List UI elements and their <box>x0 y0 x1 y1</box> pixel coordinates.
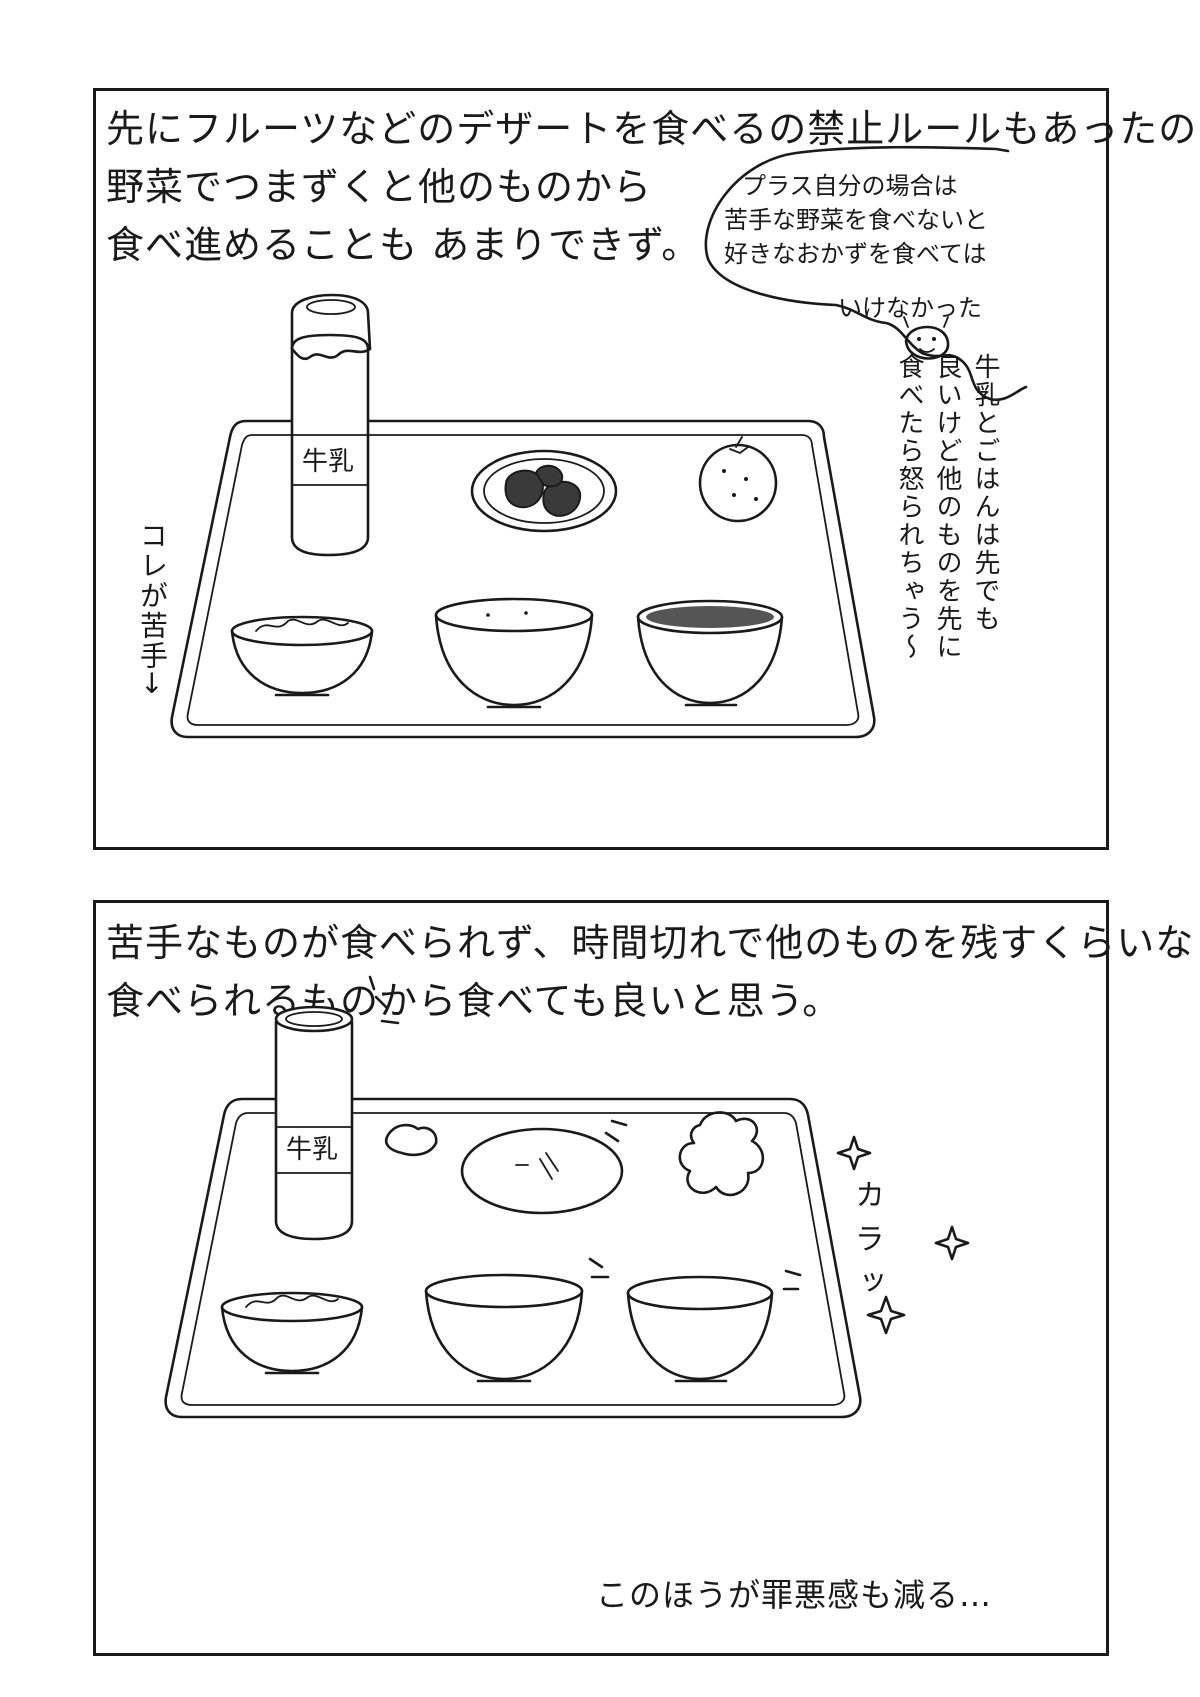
side-note-line-3: 食べたら怒られちゃう〜 <box>894 353 924 661</box>
vegetable-bowl-icon <box>220 1291 364 1375</box>
rice-bowl-icon <box>434 597 594 709</box>
sparkle-icon <box>934 1225 970 1261</box>
thought-text-line-3: 好きなおかずを食べては <box>724 240 987 268</box>
milk-label: 牛乳 <box>286 1135 339 1165</box>
milk-label: 牛乳 <box>302 447 355 477</box>
sparkle-icon <box>836 1135 872 1171</box>
comic-panel-1: 先にフルーツなどのデザートを食べるの禁止ルールもあったので 野菜でつまずくと他の… <box>93 88 1200 850</box>
soup-bowl-icon <box>636 599 784 707</box>
panel1-narration-line-2: 野菜でつまずくと他のものから <box>106 165 653 209</box>
crumpled-wrapper-icon <box>384 1123 438 1157</box>
empty-rice-bowl-icon <box>424 1257 610 1383</box>
side-note-line-2: 良いけど他のものを先に <box>932 353 962 661</box>
empty-plate-icon <box>460 1119 628 1215</box>
panel1-narration-line-3: 食べ進めることも あまりできず。 <box>106 223 701 267</box>
panel1-narration-line-1: 先にフルーツなどのデザートを食べるの禁止ルールもあったので <box>106 107 1200 151</box>
small-creature-icon <box>903 316 950 360</box>
thought-text-line-2: 苦手な野菜を食べないと <box>724 206 988 234</box>
side-note-line-1: 牛乳とごはんは先でも <box>970 353 1000 633</box>
comic-panel-2: 苦手なものが食べられず、時間切れで他のものを残すくらいなら 食べられるものから食… <box>93 900 1200 1656</box>
panel2-narration-line-2: 食べられるものから食べても良いと思う。 <box>106 979 842 1023</box>
empty-soup-bowl-icon <box>626 1269 802 1383</box>
orange-peel-icon <box>678 1111 765 1197</box>
panel2-illustration <box>164 975 970 1419</box>
thought-text-line-1: プラス自分の場合は <box>742 172 958 200</box>
milk-bottle-icon <box>290 293 372 557</box>
side-note: 牛乳とごはんは先でも 良いけど他のものを先に 食べたら怒られちゃう〜 <box>890 353 1004 833</box>
tray-outline <box>164 1097 862 1419</box>
panel2-narration-line-1: 苦手なものが食べられず、時間切れで他のものを残すくらいなら <box>106 921 1200 965</box>
dislike-label: コレが苦手→ <box>136 521 169 697</box>
sparkle-icon <box>866 1295 906 1335</box>
bottom-text: このほうが罪悪感も減る… <box>596 1576 993 1614</box>
thought-bubble-outline <box>704 145 1028 402</box>
sound-effect: カラッ <box>849 1179 884 1311</box>
plate-with-side-dish-icon <box>470 449 618 533</box>
thought-text-line-4: いけなかった <box>838 294 982 322</box>
panel1-illustration <box>170 145 1028 739</box>
tray-outline <box>170 419 876 739</box>
vegetable-bowl-icon <box>230 615 374 697</box>
mandarin-orange-icon <box>698 436 778 523</box>
empty-milk-bottle-icon <box>274 975 400 1241</box>
